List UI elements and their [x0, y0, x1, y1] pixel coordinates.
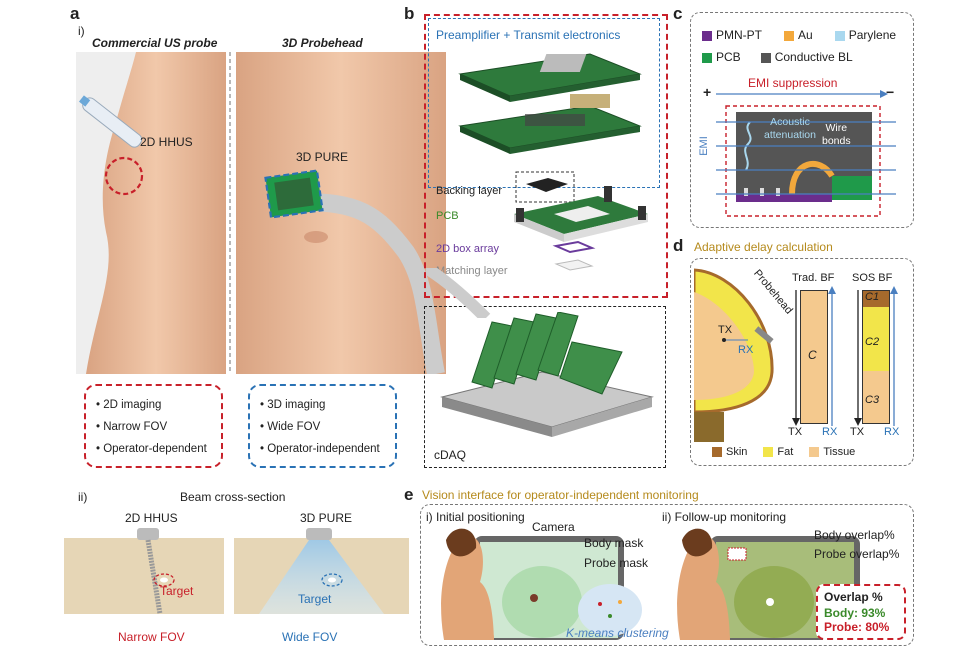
c1-label: C1	[865, 291, 880, 303]
au-legend: Au	[798, 28, 813, 42]
trad-rx-label: RX	[822, 426, 838, 438]
wire-bonds-label: Wire bonds	[822, 122, 851, 147]
delay-arrows	[792, 286, 898, 426]
c3-label: C3	[865, 394, 880, 406]
fat-legend: Fat	[777, 446, 794, 458]
tissue-swatch	[809, 447, 820, 458]
acoustic-label: Acoustic attenuation	[764, 116, 816, 141]
target-right-label: Target	[298, 592, 332, 606]
skin-legend: Skin	[726, 446, 748, 458]
emi-label: EMI	[697, 136, 710, 156]
electronics-boards-illustration	[458, 53, 642, 154]
feature-operator-independent: • Operator-independent	[260, 443, 380, 455]
beam-left-label: 2D HHUS	[125, 511, 178, 525]
tissue-legend: Skin Fat Tissue	[712, 446, 855, 458]
skin-swatch	[712, 447, 722, 458]
body-overlap-value: Body: 93%	[824, 606, 886, 620]
sos-rx-label: RX	[884, 426, 900, 438]
cdaq-label: cDAQ	[434, 448, 467, 462]
narrow-fov-label: Narrow FOV	[118, 630, 185, 644]
cable-link	[426, 268, 491, 318]
minus-sign: −	[886, 84, 895, 100]
feature-2d-imaging: • 2D imaging	[96, 399, 162, 411]
panel-b-label: b	[404, 4, 415, 23]
feature-narrow-fov: • Narrow FOV	[96, 421, 168, 433]
camera-label: Camera	[532, 520, 575, 534]
feature-wide-fov: • Wide FOV	[260, 421, 321, 433]
emi-diagram	[716, 90, 896, 217]
feature-3d-imaging: • 3D imaging	[260, 399, 326, 411]
overlap-title: Overlap %	[824, 590, 883, 604]
backing-label: Backing layer	[436, 185, 503, 197]
parylene-swatch	[834, 30, 845, 41]
trad-c-label: C	[808, 348, 817, 362]
trad-tx-label: TX	[788, 426, 803, 438]
sos-tx-label: TX	[850, 426, 865, 438]
probe-2d-label: 2D HHUS	[140, 135, 193, 149]
sub-i-label: i)	[78, 24, 85, 38]
commercial-features-box: • 2D imaging • Narrow FOV • Operator-dep…	[84, 384, 223, 468]
followup-label: ii) Follow-up monitoring	[662, 510, 787, 524]
kmeans-label: K-means clustering	[566, 626, 669, 640]
probe-mask-label: Probe mask	[584, 556, 649, 570]
panel-e-label: e	[404, 485, 414, 504]
probe-overlap-value: Probe: 80%	[824, 620, 890, 634]
wide-fov-label: Wide FOV	[282, 630, 338, 644]
plus-sign: +	[703, 84, 712, 100]
panel-e-title: Vision interface for operator-independen…	[422, 488, 699, 502]
probehead-stack-box	[424, 14, 668, 298]
box-array-label: 2D box array	[436, 243, 499, 255]
panel-a-label: a	[70, 4, 80, 23]
tissue-legend-label: Tissue	[823, 446, 856, 458]
pcb-swatch	[702, 52, 712, 63]
body-overlap-label: Body overlap%	[814, 528, 895, 542]
au-swatch	[784, 30, 794, 41]
probe-overlap-label: Probe overlap%	[814, 547, 900, 561]
probehead-features-box: • 3D imaging • Wide FOV • Operator-indep…	[248, 384, 397, 468]
rx-marker: RX	[738, 344, 754, 356]
panel-d-box	[690, 258, 914, 466]
feature-operator-dependent: • Operator-dependent	[96, 443, 207, 455]
sub-ii-label: ii)	[78, 490, 88, 504]
electronics-label: Preamplifier + Transmit electronics	[436, 28, 621, 42]
pcb-legend: PCB	[716, 50, 741, 64]
beam-title: Beam cross-section	[180, 490, 286, 504]
probe-3d-label: 3D PURE	[296, 150, 349, 164]
conductive-bl-legend: Conductive BL	[774, 50, 853, 64]
initial-positioning-label: i) Initial positioning	[426, 510, 525, 524]
panel-c-label: c	[673, 4, 683, 23]
pmnpt-legend: PMN-PT	[716, 28, 762, 42]
panel-c-box	[690, 12, 914, 228]
trad-bf-column	[800, 290, 828, 424]
trad-bf-label: Trad. BF	[792, 272, 835, 284]
panel-d-title: Adaptive delay calculation	[694, 240, 833, 254]
torso-illustration	[76, 52, 446, 374]
probehead-layers-illustration	[514, 171, 648, 271]
beam-right-label: 3D PURE	[300, 511, 353, 525]
probehead-title: 3D Probehead	[282, 36, 363, 50]
parylene-legend: Parylene	[848, 28, 897, 42]
overlap-panel: Overlap % Body: 93% Probe: 80%	[816, 584, 906, 640]
breast-section	[694, 268, 774, 442]
fat-swatch	[763, 447, 774, 458]
c2-label: C2	[865, 336, 880, 348]
panel-e-box	[420, 504, 914, 646]
sos-bf-label: SOS BF	[852, 272, 893, 284]
beam-cross-section	[64, 528, 409, 615]
material-legend: PMN-PT Au Parylene PCB Conductive BL	[702, 28, 902, 64]
body-mask-label: Body mask	[584, 536, 644, 550]
emi-suppression-label: EMI suppression	[748, 76, 838, 90]
target-left-label: Target	[160, 584, 194, 598]
pmnpt-swatch	[702, 30, 712, 41]
pcb-label: PCB	[436, 210, 459, 222]
sos-bf-column	[862, 290, 890, 424]
commercial-probe-title: Commercial US probe	[92, 36, 218, 50]
panel-d-label: d	[673, 236, 684, 255]
tx-marker: TX	[718, 324, 733, 336]
cdaq-box	[424, 306, 666, 468]
conductive-bl-swatch	[760, 52, 771, 63]
matching-label: Matching layer	[436, 265, 508, 277]
cdaq-illustration	[440, 312, 654, 437]
